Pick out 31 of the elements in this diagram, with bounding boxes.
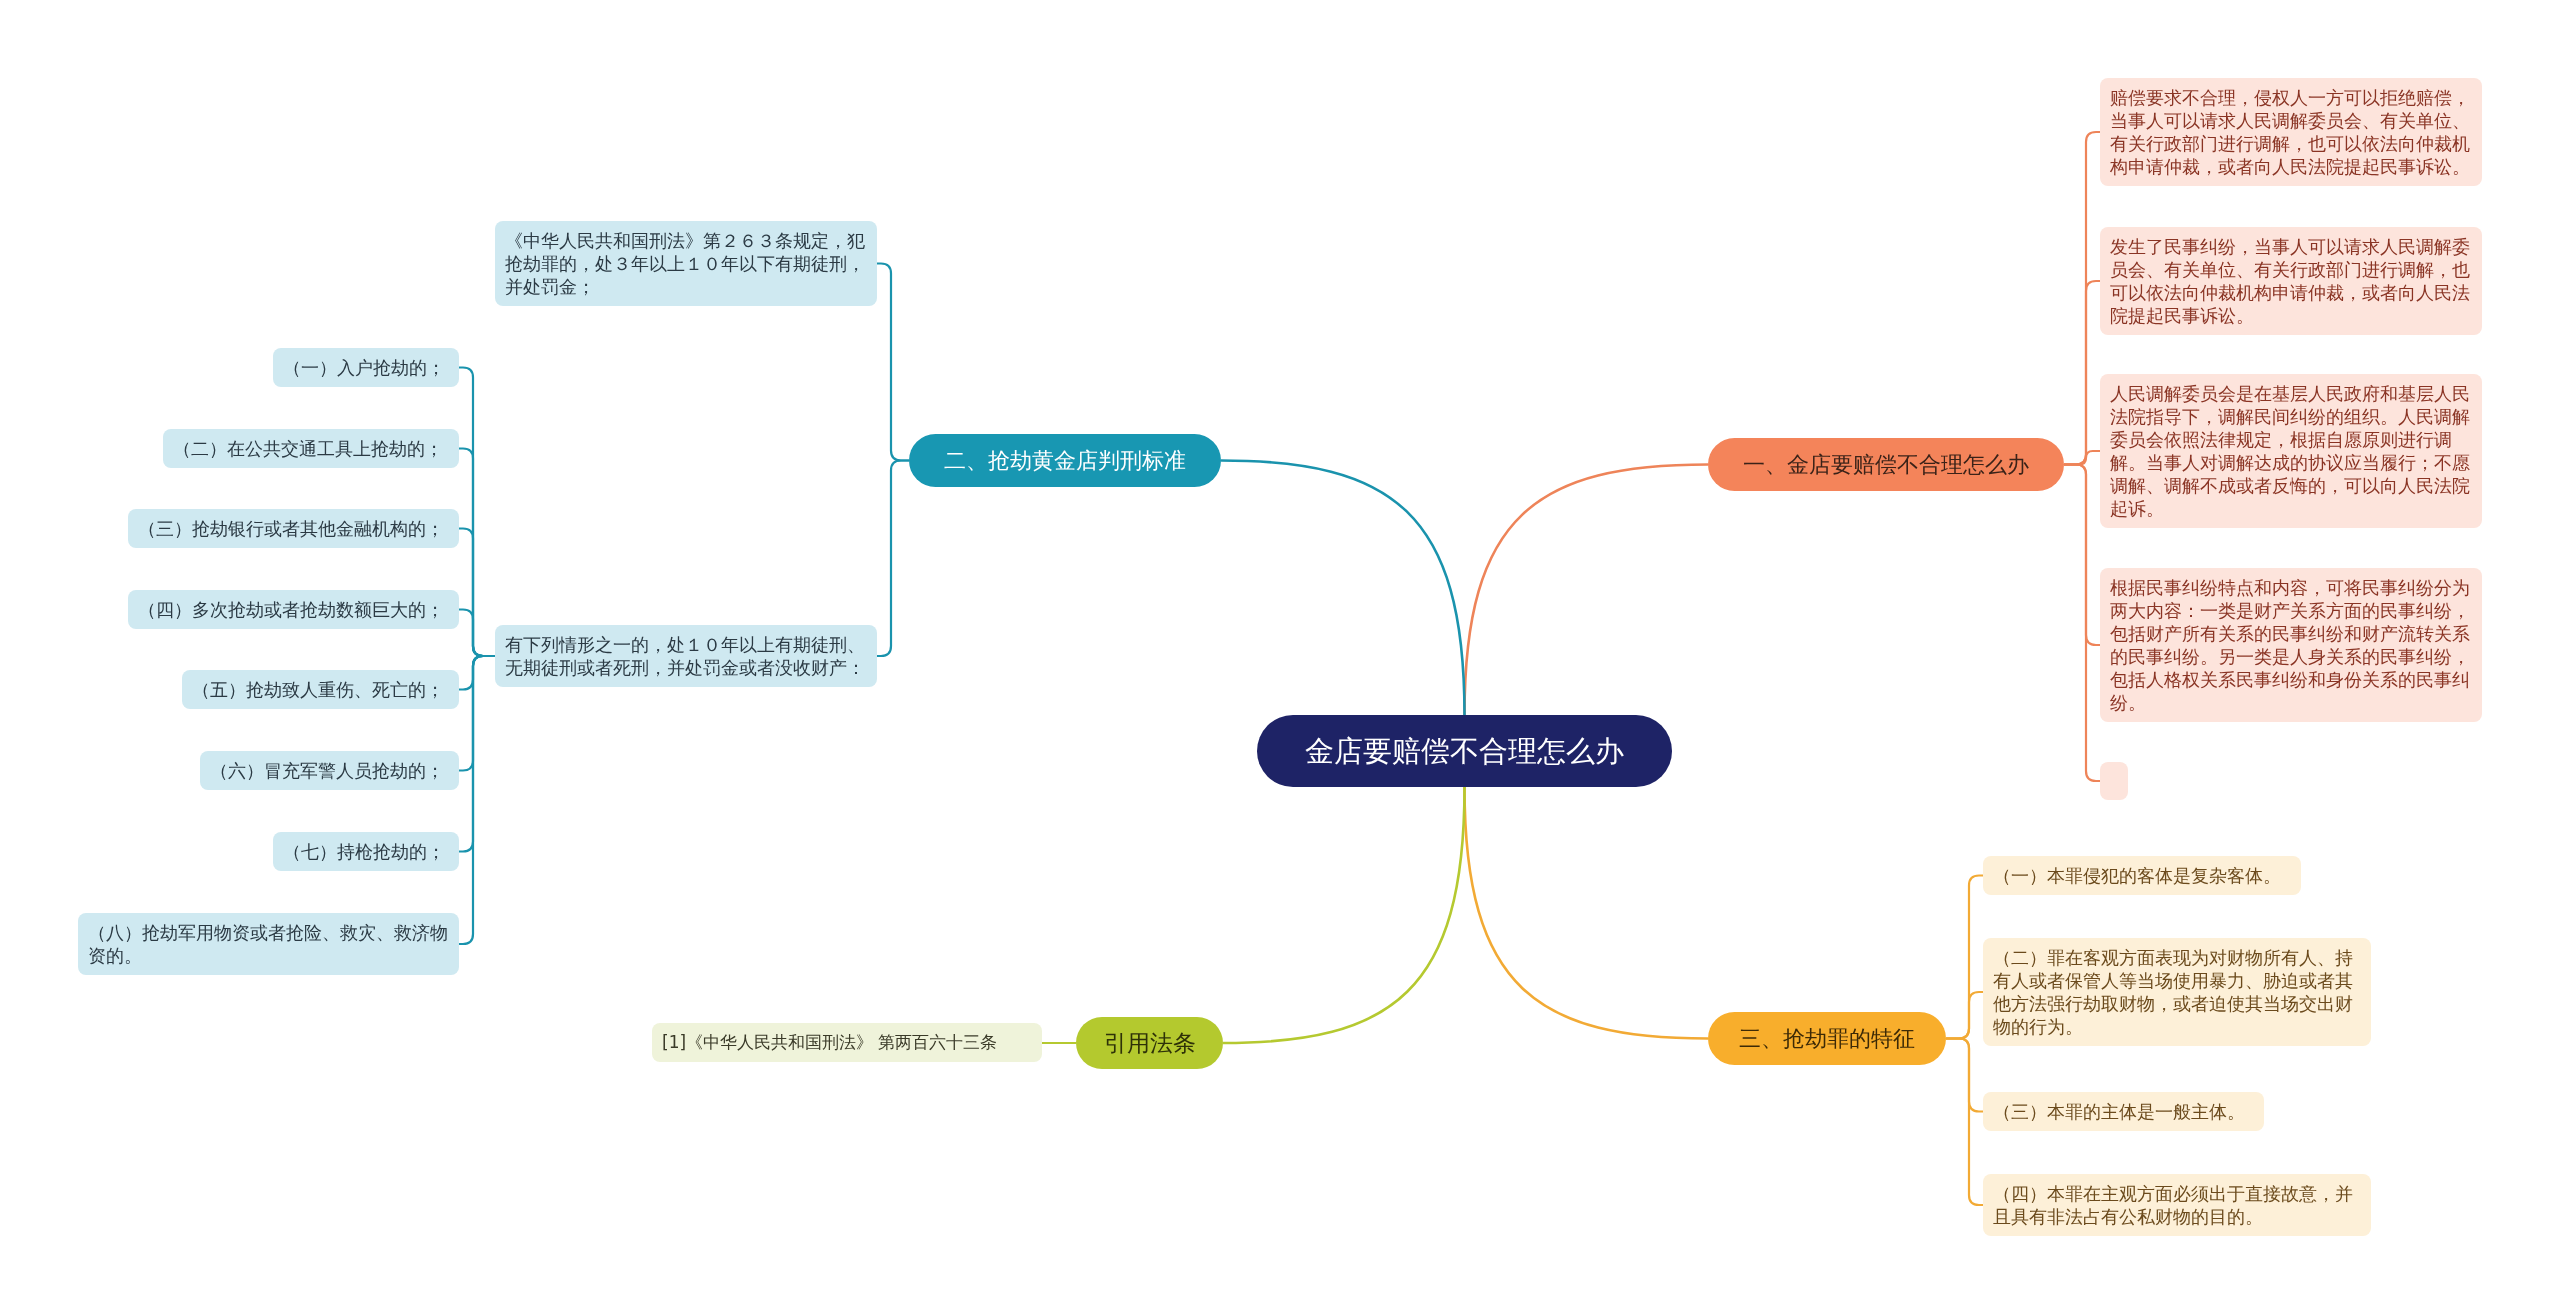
note-box: （二）罪在客观方面表现为对财物所有人、持有人或者保管人等当场使用暴力、胁迫或者其他方法强行劫取财物，或者迫使其当场交出财物的行为。	[1983, 938, 2371, 1046]
topic-pill: 二、抢劫黄金店判刑标准	[909, 434, 1221, 487]
topic-pill: 引用法条	[1076, 1017, 1223, 1069]
main-topic-pill: 金店要赔偿不合理怎么办	[1257, 715, 1672, 787]
connector	[1946, 1037, 1983, 1207]
note-box: （三）本罪的主体是一般主体。	[1983, 1092, 2264, 1131]
note-box: （四）本罪在主观方面必须出于直接故意，并且具有非法占有公私财物的目的。	[1983, 1174, 2371, 1236]
note-box: 赔偿要求不合理，侵权人一方可以拒绝赔偿，当事人可以请求人民调解委员会、有关单位、有关行政部门进行调解，也可以依法向仲裁机构申请仲裁，或者向人民法院提起民事诉讼。	[2100, 78, 2482, 186]
connector	[2064, 463, 2100, 783]
connector	[1222, 786, 1466, 1045]
note-box: （八）抢劫军用物资或者抢险、救灾、救济物资的。	[78, 913, 459, 975]
connector	[877, 459, 909, 658]
note-box: 人民调解委员会是在基层人民政府和基层人民法院指导下，调解民间纠纷的组织。人民调解委员会依照法律规定，根据自愿原则进行调解。当事人对调解达成的协议应当履行；不愿调解、调解不成或者反悔的，可以向人民法院起诉。	[2100, 374, 2482, 528]
note-box: （五）抢劫致人重伤、死亡的；	[182, 670, 459, 709]
topic-pill: 一、金店要赔偿不合理怎么办	[1708, 438, 2064, 491]
note-box: （三）抢劫银行或者其他金融机构的；	[128, 509, 459, 548]
note-box: 有下列情形之一的，处１０年以上有期徒刑、无期徒刑或者死刑，并处罚金或者没收财产：	[495, 625, 877, 687]
note-box: （四）多次抢劫或者抢劫数额巨大的；	[128, 590, 459, 629]
empty-box	[2100, 762, 2128, 800]
note-box: 根据民事纠纷特点和内容，可将民事纠纷分为两大内容：一类是财产关系方面的民事纠纷，包括财产所有关系的民事纠纷和财产流转关系的民事纠纷。另一类是人身关系的民事纠纷，包括人格权关系民事纠纷和身份关系的民事纠纷。	[2100, 568, 2482, 722]
connector	[1042, 1041, 1076, 1045]
note-box: （一）本罪侵犯的客体是复杂客体。	[1983, 856, 2301, 895]
note-box: （一）入户抢劫的；	[273, 348, 459, 387]
note-box: 《中华人民共和国刑法》第２６３条规定，犯抢劫罪的，处３年以上１０年以下有期徒刑，并处罚金；	[495, 221, 877, 306]
connector	[1220, 459, 1466, 716]
note-box: [1]《中华人民共和国刑法》 第两百六十三条	[652, 1023, 1042, 1062]
note-box: （六）冒充军警人员抢劫的；	[200, 751, 459, 790]
note-box: （二）在公共交通工具上抢劫的；	[163, 429, 459, 468]
note-box: 发生了民事纠纷，当事人可以请求人民调解委员会、有关单位、有关行政部门进行调解，也可以依法向仲裁机构申请仲裁，或者向人民法院提起民事诉讼。	[2100, 227, 2482, 335]
topic-pill: 三、抢劫罪的特征	[1708, 1012, 1946, 1065]
note-box: （七）持枪抢劫的；	[273, 832, 459, 871]
